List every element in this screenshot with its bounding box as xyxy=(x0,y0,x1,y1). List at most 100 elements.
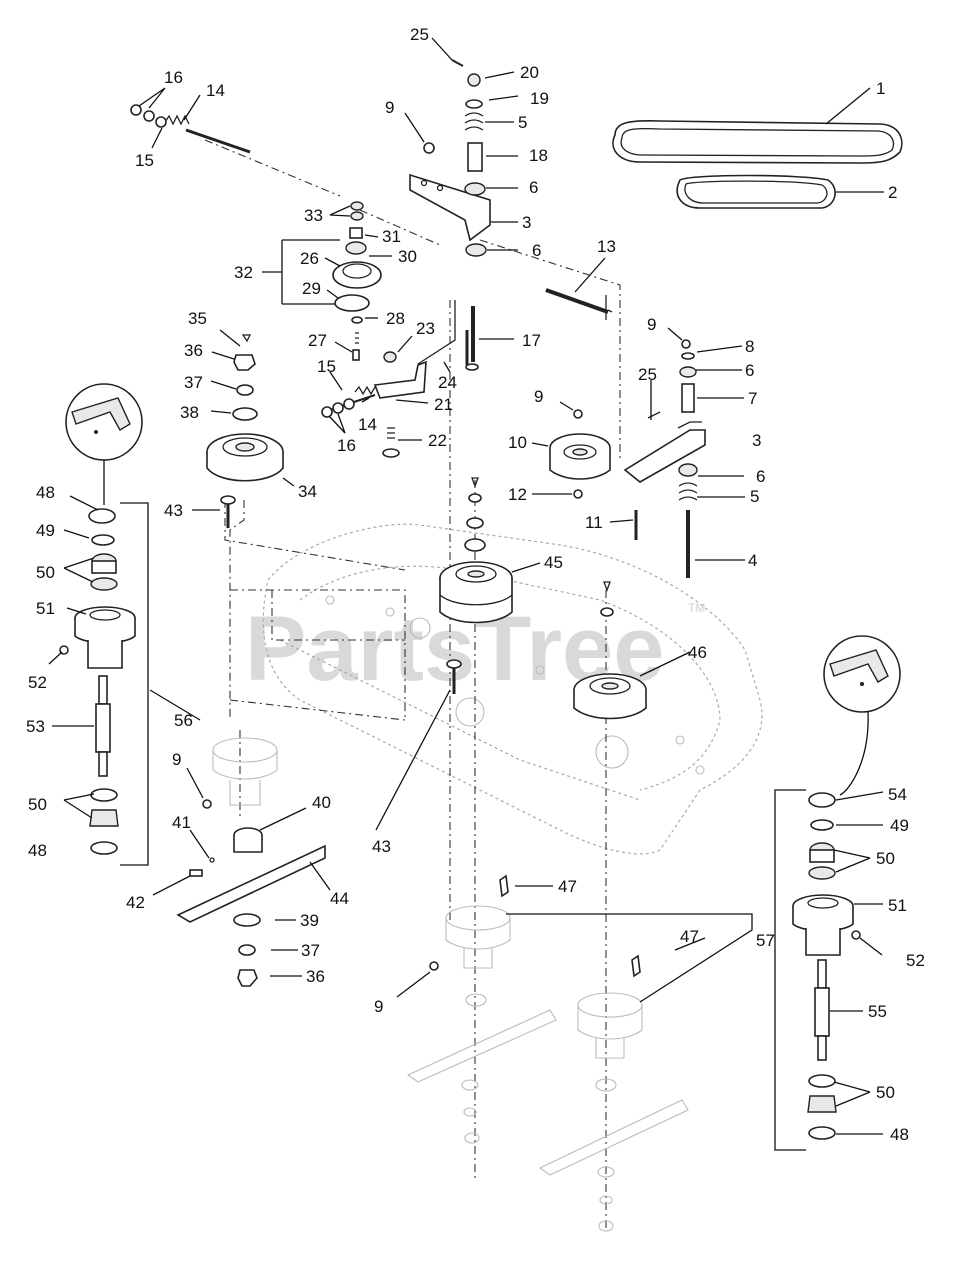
callout-37: 37 xyxy=(301,941,320,960)
pivot-stack-top xyxy=(451,59,487,371)
callout-49: 49 xyxy=(36,521,55,540)
callout-36: 36 xyxy=(306,967,325,986)
callout-56: 56 xyxy=(174,711,193,730)
callout-43: 43 xyxy=(372,837,391,856)
left-spindle-deck xyxy=(176,737,326,987)
callout-32: 32 xyxy=(234,263,253,282)
callout-54: 54 xyxy=(888,785,907,804)
right-spindle-deck xyxy=(538,954,689,1232)
callout-5: 5 xyxy=(518,113,527,132)
idler-bracket-top xyxy=(409,142,491,242)
callout-37: 37 xyxy=(184,373,203,392)
bolts-43 xyxy=(220,495,462,694)
callout-27: 27 xyxy=(308,331,327,350)
center-pulley-45 xyxy=(439,477,513,624)
belt-large xyxy=(612,119,903,164)
callout-49: 49 xyxy=(890,816,909,835)
callout-labels: 1 2 3 3 4 5 5 6 6 6 6 7 8 9 9 9 9 9 10 1… xyxy=(26,25,925,1144)
callout-15: 15 xyxy=(135,151,154,170)
callout-23: 23 xyxy=(416,319,435,338)
callout-9: 9 xyxy=(647,315,656,334)
callout-42: 42 xyxy=(126,893,145,912)
callout-51: 51 xyxy=(36,599,55,618)
callout-14: 14 xyxy=(358,415,377,434)
callout-52: 52 xyxy=(28,673,47,692)
callout-3: 3 xyxy=(752,431,761,450)
callout-10: 10 xyxy=(508,433,527,452)
right-spindle-exploded xyxy=(774,635,901,1151)
callout-15: 15 xyxy=(317,357,336,376)
callout-6: 6 xyxy=(532,241,541,260)
idler-pulley-10 xyxy=(549,409,638,540)
callout-25: 25 xyxy=(410,25,429,44)
callout-48: 48 xyxy=(28,841,47,860)
idler-bracket-right xyxy=(545,288,706,578)
callout-9: 9 xyxy=(172,750,181,769)
callout-7: 7 xyxy=(748,389,757,408)
callout-14: 14 xyxy=(206,81,225,100)
idler-arm xyxy=(373,300,456,458)
callout-48: 48 xyxy=(36,483,55,502)
callout-16: 16 xyxy=(337,436,356,455)
callout-40: 40 xyxy=(312,793,331,812)
callout-16: 16 xyxy=(164,68,183,87)
callout-22: 22 xyxy=(428,431,447,450)
callout-48: 48 xyxy=(890,1125,909,1144)
watermark-tm: TM xyxy=(688,601,705,615)
callout-2: 2 xyxy=(888,183,897,202)
callout-47: 47 xyxy=(558,877,577,896)
callout-25: 25 xyxy=(638,365,657,384)
callout-41: 41 xyxy=(172,813,191,832)
callout-6: 6 xyxy=(745,361,754,380)
callout-57: 57 xyxy=(756,931,775,950)
callout-28: 28 xyxy=(386,309,405,328)
callout-17: 17 xyxy=(522,331,541,350)
callout-3: 3 xyxy=(522,213,531,232)
callout-5: 5 xyxy=(750,487,759,506)
callout-45: 45 xyxy=(544,553,563,572)
callout-43: 43 xyxy=(164,501,183,520)
callout-4: 4 xyxy=(748,551,757,570)
callout-29: 29 xyxy=(302,279,321,298)
mower-deck xyxy=(262,523,763,855)
callout-13: 13 xyxy=(597,237,616,256)
callout-50: 50 xyxy=(876,1083,895,1102)
callout-leaders xyxy=(48,37,884,1135)
callout-47: 47 xyxy=(680,927,699,946)
right-pulley-46 xyxy=(573,581,647,720)
callout-12: 12 xyxy=(508,485,527,504)
callout-50: 50 xyxy=(28,795,47,814)
callout-20: 20 xyxy=(520,63,539,82)
callout-30: 30 xyxy=(398,247,417,266)
callout-8: 8 xyxy=(745,337,754,356)
pulley-assembly-32 xyxy=(332,201,382,361)
center-spindle-deck xyxy=(406,874,557,1144)
callout-11: 11 xyxy=(585,513,603,532)
pulley-34-stack xyxy=(206,334,284,482)
callout-18: 18 xyxy=(529,146,548,165)
callout-35: 35 xyxy=(188,309,207,328)
callout-50: 50 xyxy=(36,563,55,582)
belt-small xyxy=(676,174,836,209)
callout-24: 24 xyxy=(438,373,457,392)
left-spindle-exploded xyxy=(59,383,149,866)
callout-39: 39 xyxy=(300,911,319,930)
callout-9: 9 xyxy=(534,387,543,406)
callout-33: 33 xyxy=(304,206,323,225)
callout-6: 6 xyxy=(756,467,765,486)
callout-38: 38 xyxy=(180,403,199,422)
callout-31: 31 xyxy=(382,227,401,246)
adjust-rod xyxy=(130,104,251,154)
callout-36: 36 xyxy=(184,341,203,360)
callout-50: 50 xyxy=(876,849,895,868)
callout-21: 21 xyxy=(434,395,453,414)
callout-51: 51 xyxy=(888,896,907,915)
callout-55: 55 xyxy=(868,1002,887,1021)
callout-9: 9 xyxy=(374,997,383,1016)
callout-1: 1 xyxy=(876,79,885,98)
callout-26: 26 xyxy=(300,249,319,268)
callout-53: 53 xyxy=(26,717,45,736)
callout-19: 19 xyxy=(530,89,549,108)
callout-52: 52 xyxy=(906,951,925,970)
